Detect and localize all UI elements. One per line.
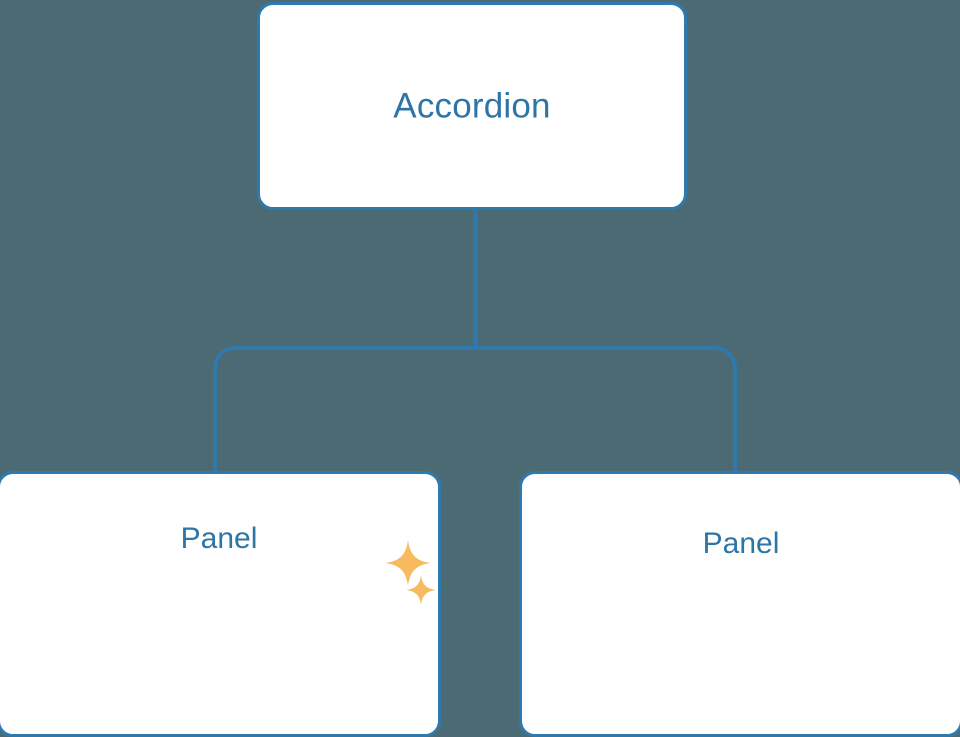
connector-branch-right <box>475 346 737 475</box>
connector-branch-left <box>213 346 476 475</box>
node-accordion[interactable]: Accordion <box>257 2 687 210</box>
node-panel-right-label: Panel <box>702 527 780 560</box>
node-panel-left[interactable]: Panel <box>0 471 441 737</box>
node-panel-right[interactable]: Panel <box>519 471 960 737</box>
node-accordion-label: Accordion <box>393 86 551 126</box>
node-panel-left-label: Panel <box>180 522 258 555</box>
